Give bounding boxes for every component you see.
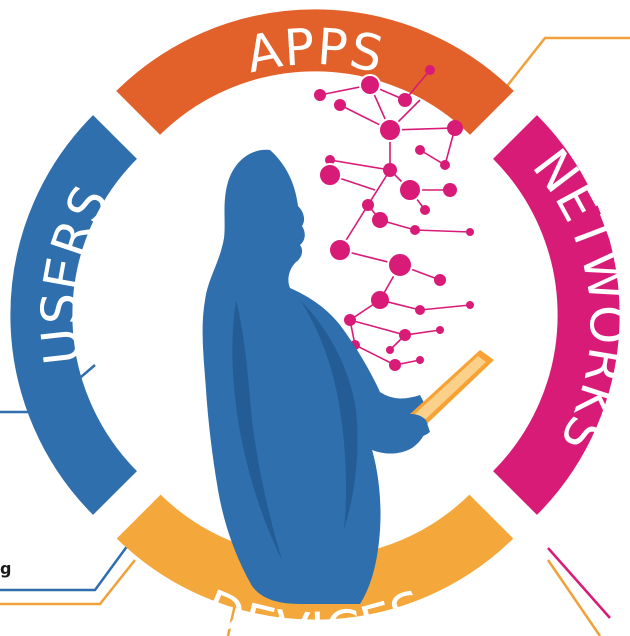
connector-bottom-right-2 — [546, 559, 602, 636]
segment-apps — [115, 9, 515, 137]
segment-separators — [111, 90, 519, 540]
connector-bottom-left — [0, 544, 130, 592]
connector-lines — [0, 36, 630, 636]
network-nodes — [314, 65, 474, 371]
tablet — [395, 350, 494, 438]
connector-bottom-left-2 — [0, 559, 136, 606]
connector-top-right — [499, 36, 630, 96]
segment-networks — [492, 115, 620, 515]
cropped-edge-text: g — [0, 559, 11, 578]
connector-bottom-right — [547, 547, 611, 619]
segment-users — [10, 115, 138, 515]
woman-silhouette — [202, 149, 429, 604]
